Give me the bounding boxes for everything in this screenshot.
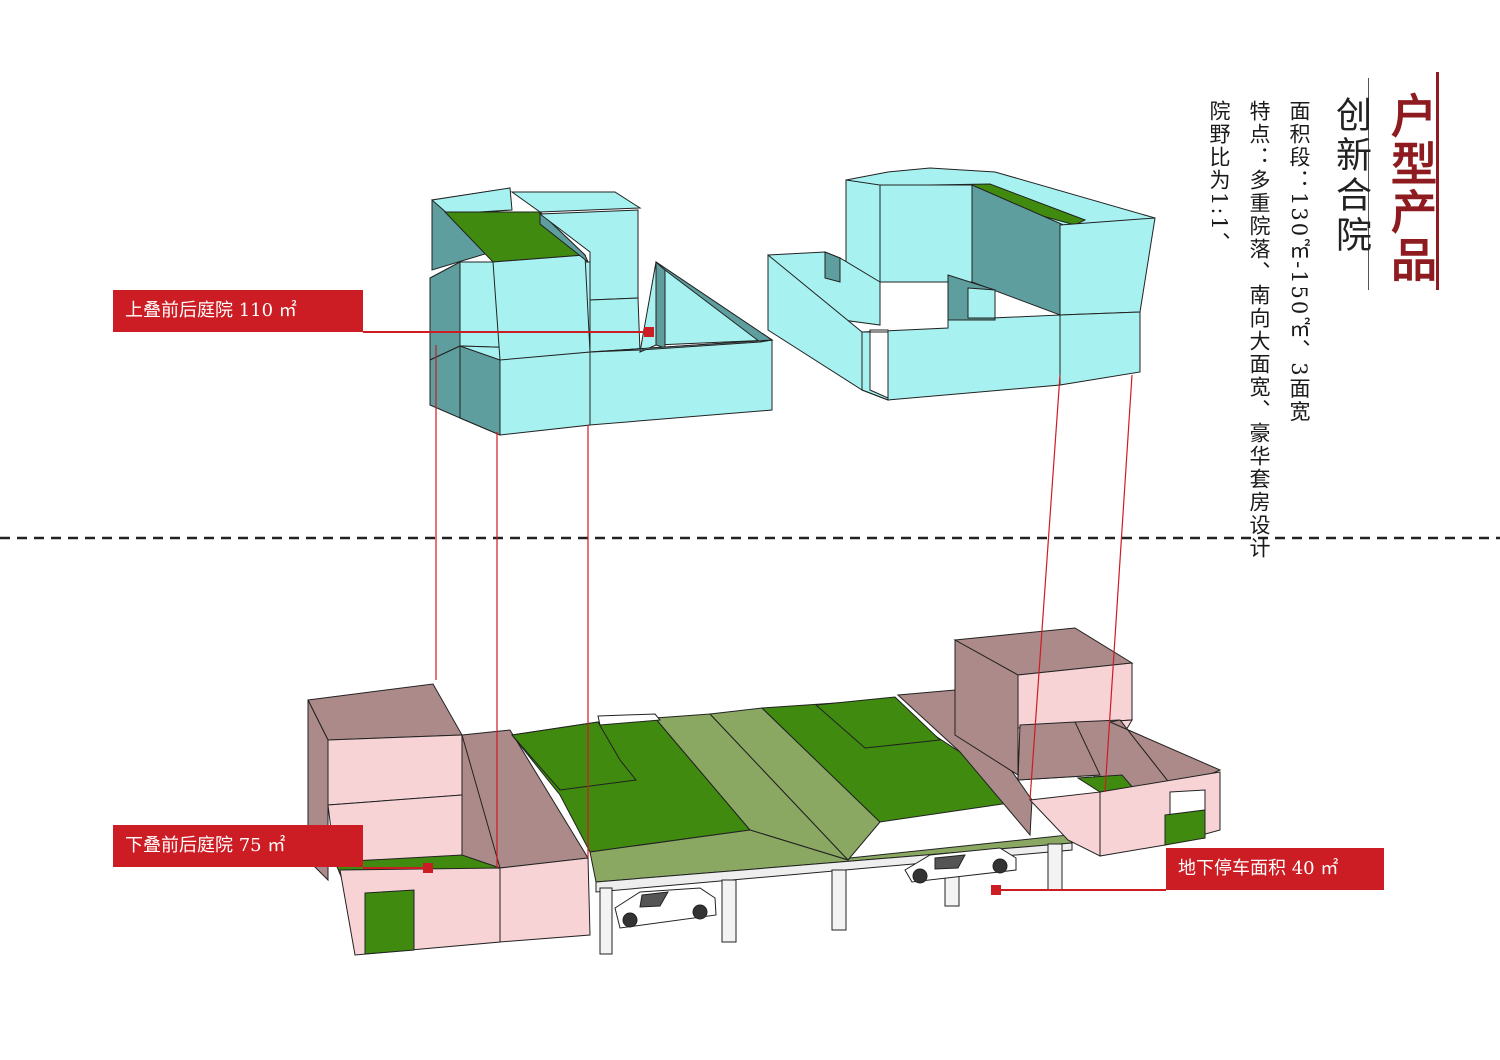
- upper-right-building: [767, 167, 1156, 401]
- car-icon: [614, 887, 717, 929]
- leader-marker: [644, 327, 654, 337]
- lower-podium: [307, 627, 1222, 956]
- callout-parking: 地下停车面积 40 ㎡: [1166, 848, 1384, 890]
- callout-upper-courtyard: 上叠前后庭院 110 ㎡: [113, 290, 363, 332]
- description-line-2: 特点：多重院落、南向大面宽、豪华套房设计: [1247, 100, 1271, 560]
- page-title: 户型产品: [1384, 92, 1438, 284]
- car-icon: [904, 847, 1017, 884]
- projection-lines: [435, 345, 1133, 868]
- title-accent-bar: [1436, 72, 1439, 290]
- page-subtitle: 创新合院: [1330, 96, 1371, 256]
- title-divider-line: [1368, 78, 1369, 290]
- callout-leaders: [363, 327, 1166, 895]
- description-line-3: 院野比为1:1、: [1207, 100, 1231, 255]
- leader-marker: [423, 863, 433, 873]
- upper-left-building: [429, 187, 774, 436]
- leader-marker: [991, 885, 1001, 895]
- description-line-1: 面积段：130㎡-150㎡、3面宽: [1287, 100, 1311, 424]
- callout-lower-courtyard: 下叠前后庭院 75 ㎡: [113, 825, 363, 867]
